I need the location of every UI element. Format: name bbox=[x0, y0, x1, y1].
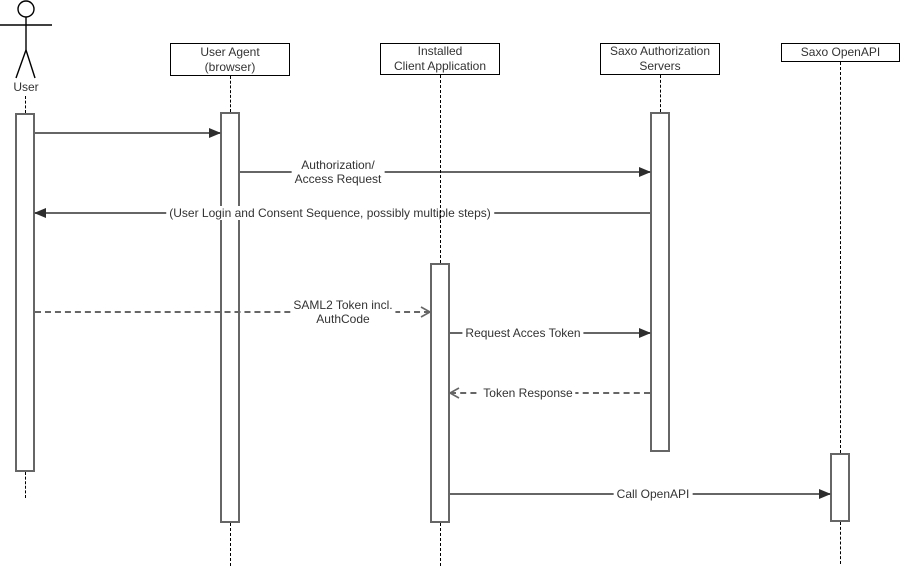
arrowhead-filled-icon bbox=[819, 489, 831, 499]
lifeline-saxo-openapi-bottom bbox=[840, 522, 841, 564]
actor-label-user: User bbox=[13, 80, 39, 94]
message-label: Call OpenAPI bbox=[613, 487, 693, 501]
lifeline-saxo-auth-top bbox=[660, 75, 661, 112]
head-label-line: (browser) bbox=[204, 59, 256, 74]
message-line bbox=[35, 132, 220, 134]
message-label: Request Acces Token bbox=[462, 326, 584, 340]
activation-bar-user bbox=[15, 113, 35, 472]
lifeline-installed-client-bottom bbox=[440, 523, 441, 566]
activation-bar-user-agent bbox=[220, 112, 240, 523]
user-actor-icon bbox=[0, 0, 52, 79]
lifeline-head-installed-client: Installed Client Application bbox=[380, 43, 500, 75]
lifeline-head-user-agent: User Agent (browser) bbox=[170, 43, 290, 76]
head-label-line: Installed bbox=[417, 44, 463, 58]
lifeline-head-saxo-auth: Saxo Authorization Servers bbox=[600, 43, 720, 75]
lifeline-user-top bbox=[25, 96, 26, 113]
arrowhead-filled-icon bbox=[639, 167, 651, 177]
head-label-line: Servers bbox=[639, 59, 681, 73]
message-line bbox=[35, 311, 430, 313]
activation-bar-installed-client bbox=[430, 263, 450, 523]
lifeline-saxo-openapi-top bbox=[840, 62, 841, 453]
arrowhead-filled-icon bbox=[639, 328, 651, 338]
arrowhead-filled-icon bbox=[34, 208, 46, 218]
message-label: Token Response bbox=[480, 386, 576, 400]
lifeline-user-agent-bottom bbox=[230, 523, 231, 566]
arrowhead-filled-icon bbox=[209, 128, 221, 138]
head-label-line: Saxo Authorization bbox=[609, 44, 711, 58]
lifeline-head-saxo-openapi: Saxo OpenAPI bbox=[781, 43, 900, 62]
lifeline-installed-client-top bbox=[440, 75, 441, 263]
activation-bar-saxo-openapi bbox=[830, 453, 850, 522]
message-line bbox=[240, 171, 650, 173]
message-label: SAML2 Token incl. AuthCode bbox=[290, 298, 396, 326]
arrowhead-open-icon bbox=[448, 387, 460, 399]
head-label-line: Client Application bbox=[393, 59, 487, 73]
head-label-line: User Agent bbox=[200, 44, 260, 59]
lifeline-user-agent-top bbox=[230, 76, 231, 112]
head-label-line: Saxo OpenAPI bbox=[800, 45, 881, 59]
arrowhead-open-icon bbox=[420, 306, 432, 318]
lifeline-user-bottom bbox=[25, 472, 26, 498]
message-label: Authorization/ Access Request bbox=[291, 158, 385, 186]
activation-bar-saxo-auth bbox=[650, 112, 670, 452]
message-label: (User Login and Consent Sequence, possib… bbox=[166, 206, 494, 220]
